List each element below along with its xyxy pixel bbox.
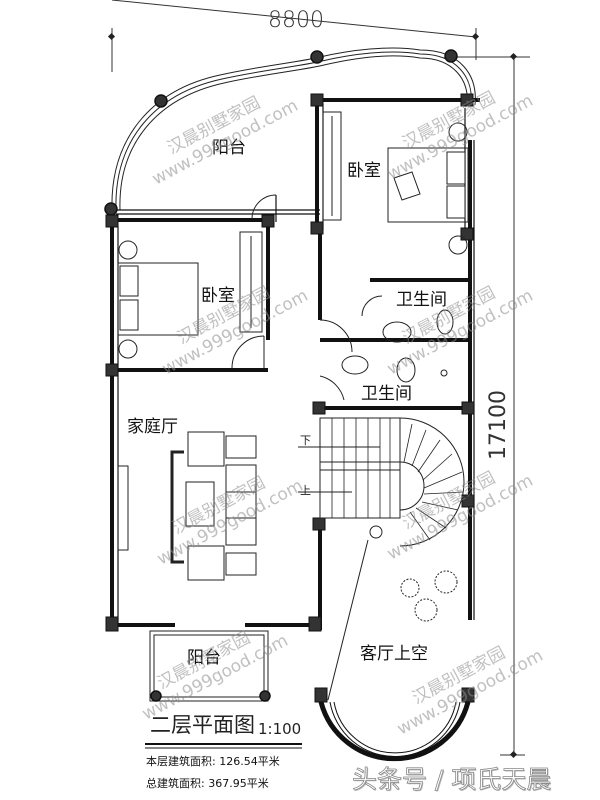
room-label-bedroom-right: 卧室 — [347, 161, 381, 181]
floor-area-row: 本层建筑面积: 126.54平米 — [146, 756, 280, 767]
footer-credit: 头条号 / 项氏天晨 — [352, 765, 552, 795]
total-area-row: 总建筑面积: 367.95平米 — [146, 778, 269, 789]
staircase — [298, 417, 465, 701]
room-label-living-void: 客厅上空 — [360, 644, 428, 664]
width-dimension-label: 8800 — [268, 8, 324, 33]
living-bay-curve — [318, 701, 471, 762]
room-label-balcony-bottom: 阳台 — [187, 648, 221, 668]
room-label-bathroom-upper: 卫生间 — [396, 290, 447, 310]
balcony-column-dots — [104, 49, 458, 216]
dimension-lines — [111, 0, 530, 756]
bedroom-left-furniture — [117, 231, 263, 359]
stair-down-label: 下 — [300, 434, 311, 447]
total-area-value: 367.95平米 — [208, 777, 269, 790]
doors — [231, 194, 383, 401]
room-label-bathroom-lower: 卫生间 — [361, 384, 412, 404]
bathroom-fixtures — [341, 309, 454, 383]
bedroom-right-furniture — [322, 111, 469, 255]
room-label-bedroom-left: 卧室 — [201, 286, 235, 306]
floor-area-value: 126.54平米 — [219, 755, 280, 768]
plan-title: 二层平面图 — [150, 713, 255, 737]
depth-dimension-label: 17100 — [486, 390, 511, 460]
bottom-balcony — [149, 630, 269, 702]
walls — [110, 98, 480, 630]
stair-up-label: 上 — [300, 484, 311, 497]
room-label-balcony-top: 阳台 — [212, 138, 246, 158]
floor-area-label: 本层建筑面积: — [146, 755, 216, 768]
family-hall-furniture — [117, 431, 257, 581]
room-label-family-hall: 家庭厅 — [127, 417, 178, 437]
total-area-label: 总建筑面积: — [146, 777, 205, 790]
structural-columns — [105, 93, 475, 703]
plan-scale: 1:100 — [258, 720, 302, 738]
